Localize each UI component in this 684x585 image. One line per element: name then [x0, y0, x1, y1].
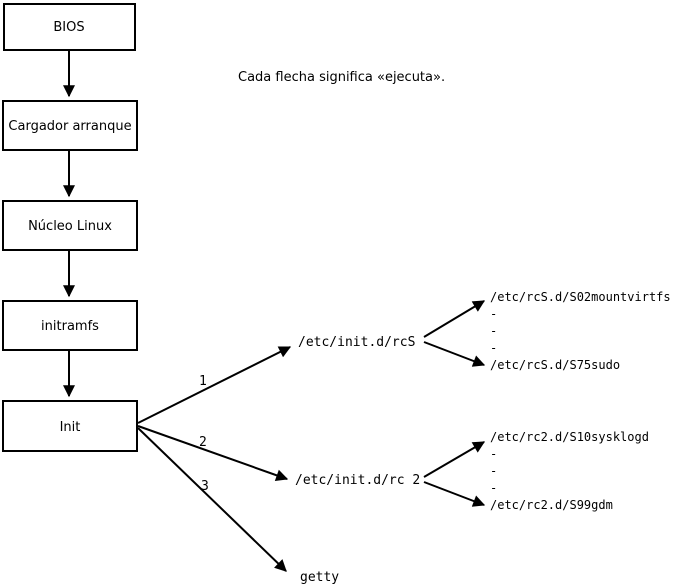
box-init: Init	[2, 400, 138, 452]
ellipsis-dash: -	[490, 307, 497, 321]
ellipsis-dash: -	[490, 464, 497, 478]
arrow-rc2-to-s10sysklogd	[423, 441, 486, 478]
box-initramfs-rect	[2, 300, 138, 351]
target-getty-label: getty	[300, 570, 339, 585]
ellipsis-dash: -	[490, 481, 497, 495]
branch-label-3: 3	[201, 479, 209, 494]
ellipsis-dash: -	[490, 324, 497, 338]
script-rc2-s10sysklogd: /etc/rc2.d/S10sysklogd	[490, 430, 649, 444]
script-rcs-s02mountvirtfs: /etc/rcS.d/S02mountvirtfs	[490, 290, 671, 304]
arrow-init-to-rc2	[137, 425, 289, 482]
box-init-rect	[2, 400, 138, 452]
box-nucleo-linux-label: Núcleo Linux	[28, 219, 112, 234]
target-rc2-label: /etc/init.d/rc 2	[295, 473, 420, 488]
box-bios-rect	[3, 3, 136, 51]
arrow-init-to-getty	[137, 427, 287, 572]
box-bios-label: BIOS	[53, 20, 84, 35]
box-cargador-arranque: Cargador arranque	[2, 100, 138, 151]
ellipsis-dash: -	[490, 447, 497, 461]
script-rc2-s99gdm: /etc/rc2.d/S99gdm	[490, 498, 613, 512]
target-rcs-label: /etc/init.d/rcS	[298, 335, 415, 350]
branch-label-2: 2	[199, 435, 207, 450]
box-bios: BIOS	[3, 3, 136, 51]
arrow-init-to-rcs	[137, 346, 292, 424]
arrow-rcs-to-s02mountvirtfs	[423, 300, 486, 338]
box-cargador-arranque-rect	[2, 100, 138, 151]
script-rcs-s75sudo: /etc/rcS.d/S75sudo	[490, 358, 620, 372]
arrow-rcs-to-s75sudo	[423, 341, 486, 367]
box-init-label: Init	[60, 420, 81, 435]
box-cargador-arranque-label: Cargador arranque	[8, 119, 131, 134]
ellipsis-dash: -	[490, 341, 497, 355]
arrow-rc2-to-s99gdm	[423, 481, 486, 507]
box-initramfs-label: initramfs	[41, 319, 99, 334]
box-initramfs: initramfs	[2, 300, 138, 351]
branch-label-1: 1	[199, 374, 207, 389]
box-nucleo-linux: Núcleo Linux	[2, 200, 138, 251]
note-text: Cada flecha significa «ejecuta».	[238, 70, 445, 85]
